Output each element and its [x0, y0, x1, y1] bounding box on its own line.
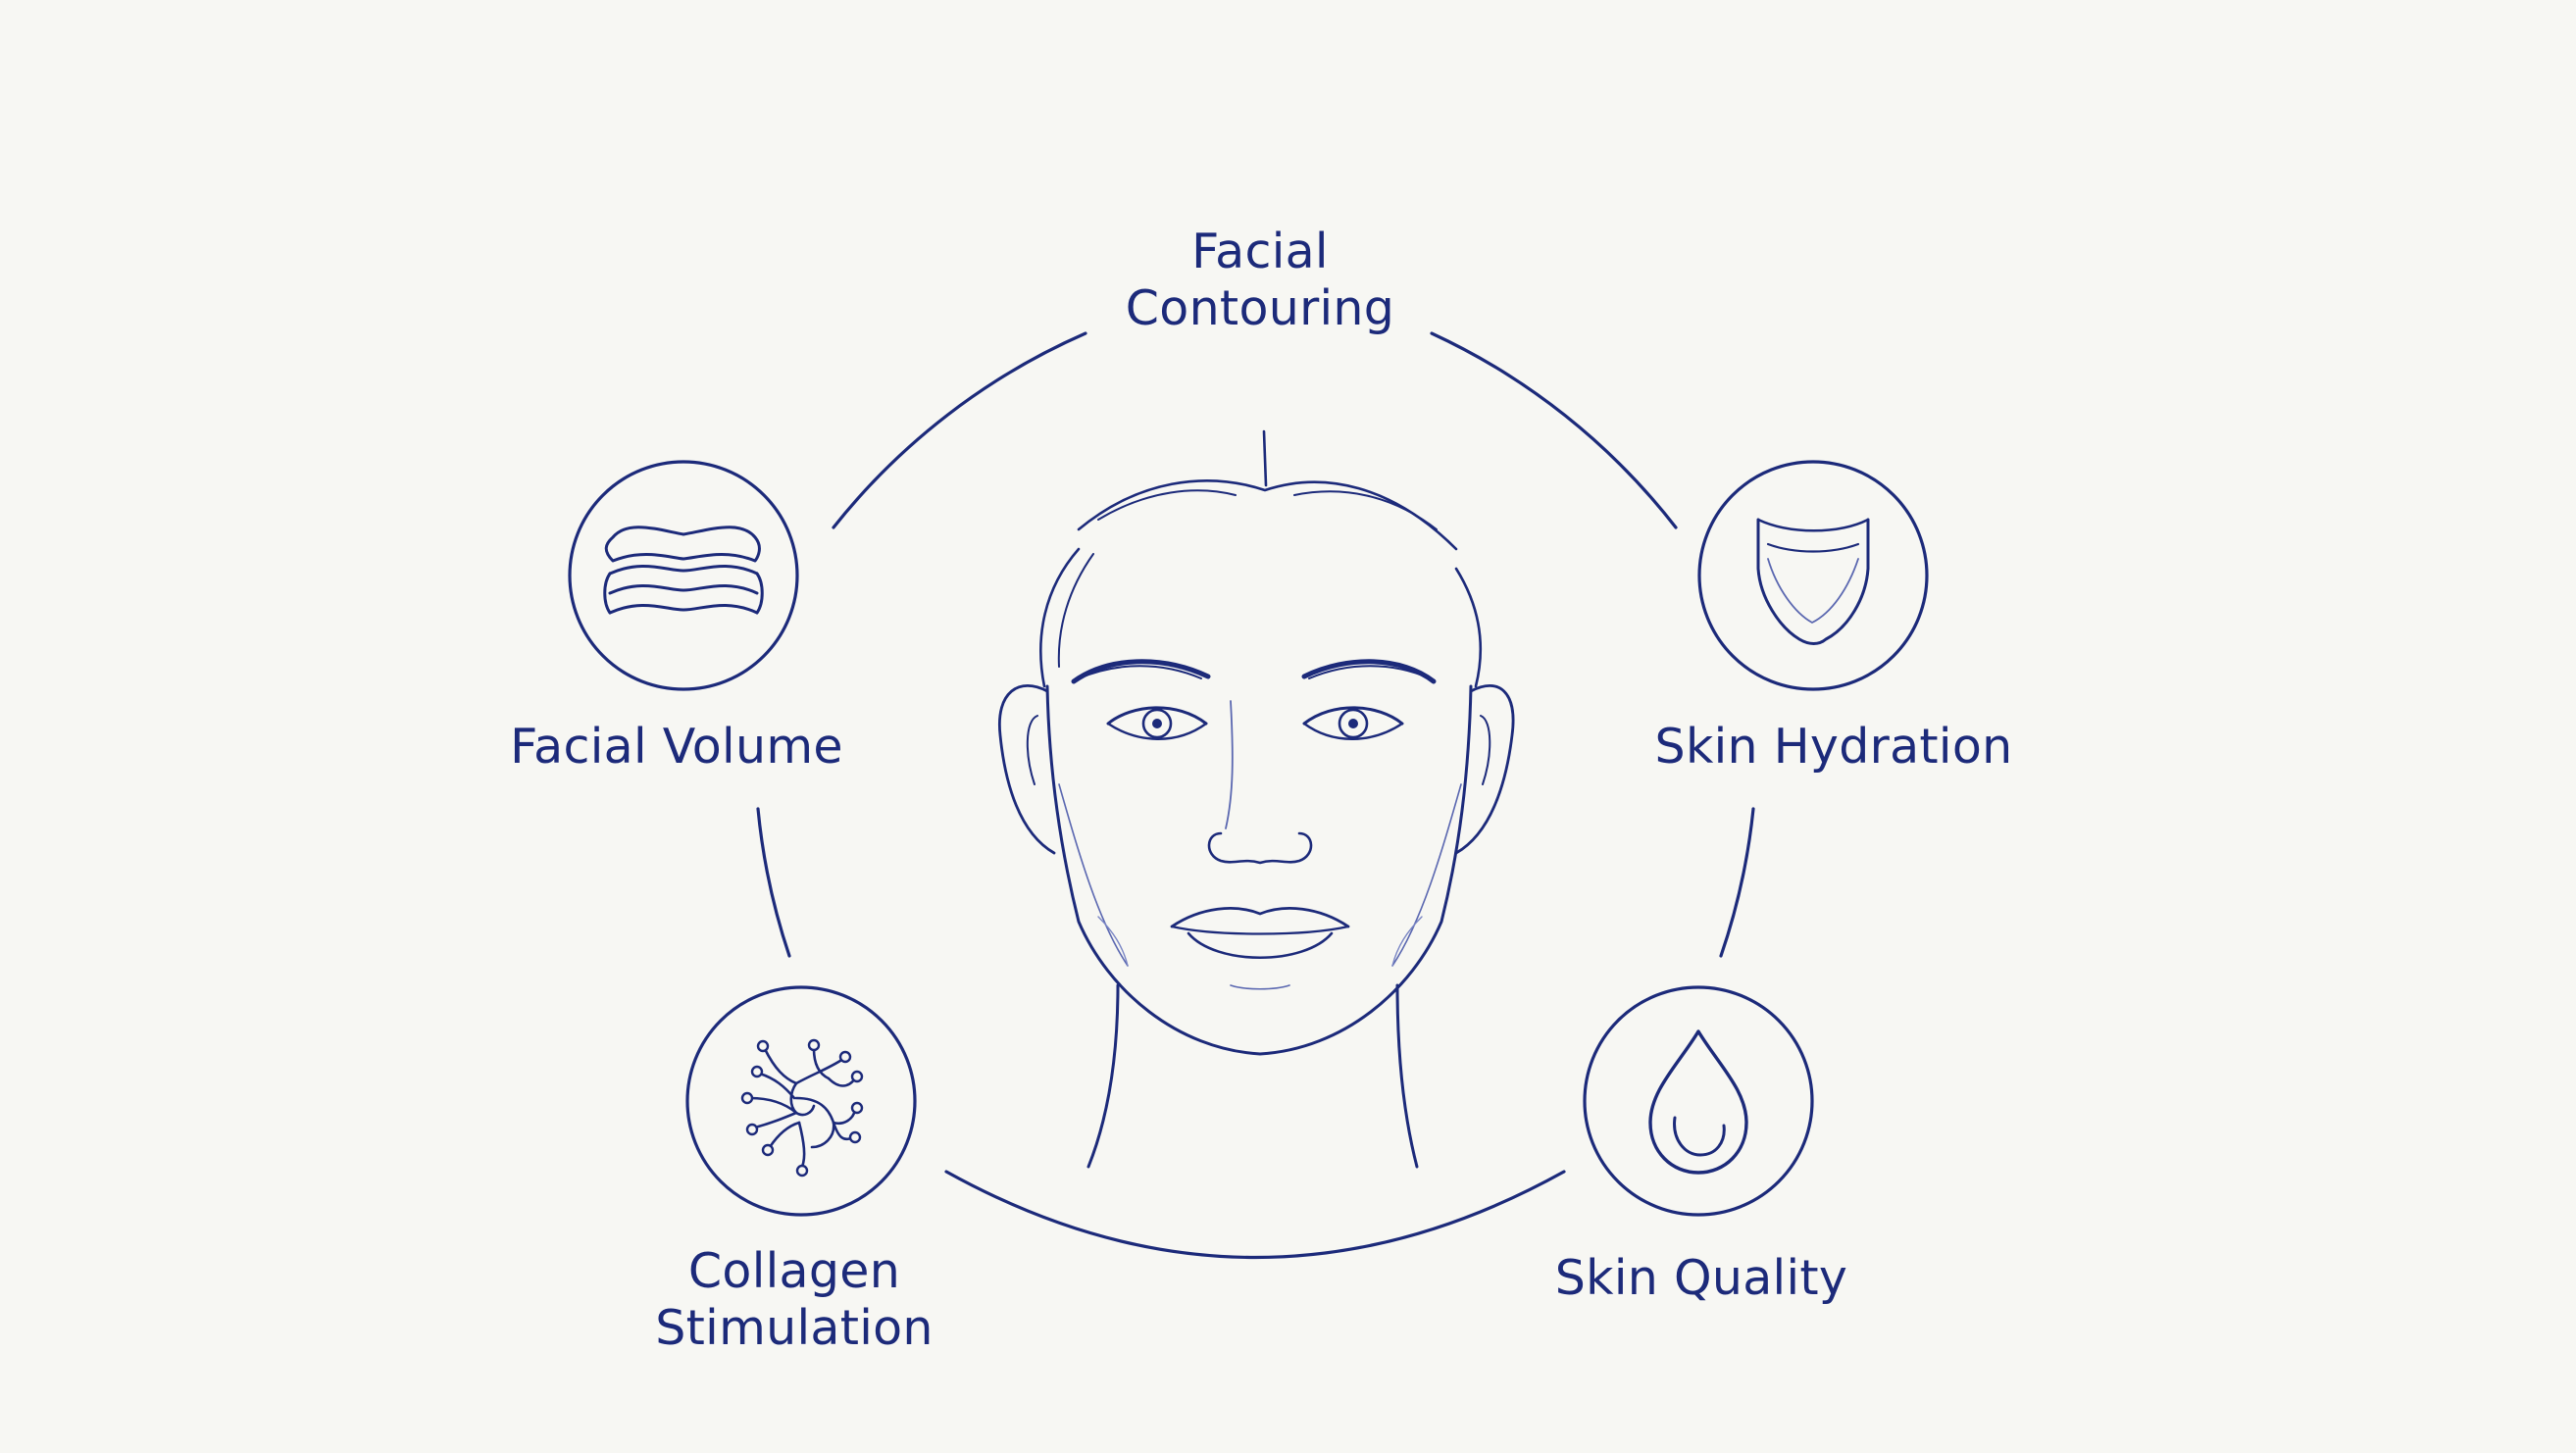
- layered-pads-icon: [568, 460, 799, 691]
- label-facial-volume-line1: Facial Volume: [510, 719, 843, 775]
- label-skin-quality-line1: Skin Quality: [1554, 1250, 1848, 1306]
- ring-arc-right: [1719, 807, 1755, 958]
- label-facial-contouring-line1: Facial: [1191, 224, 1329, 279]
- face-outline-illustration: [997, 429, 1515, 1169]
- label-skin-hydration: Skin Hydration: [1628, 719, 2040, 776]
- droplet-icon: [1583, 985, 1814, 1217]
- fiber-network-icon: [685, 985, 917, 1217]
- ring-arc-bottom: [944, 1170, 1566, 1259]
- label-skin-hydration-line1: Skin Hydration: [1654, 719, 2013, 775]
- label-facial-volume: Facial Volume: [471, 719, 883, 776]
- label-skin-quality: Skin Quality: [1505, 1250, 1897, 1307]
- ring-arc-top-left: [832, 331, 1087, 529]
- label-collagen-stimulation: Collagen Stimulation: [598, 1243, 990, 1357]
- ring-arcs: [756, 331, 1755, 1259]
- ring-arc-top-right: [1430, 331, 1678, 529]
- label-collagen-stimulation-line2: Stimulation: [655, 1300, 934, 1356]
- label-facial-contouring: Facial Contouring: [1064, 224, 1456, 337]
- label-facial-contouring-line2: Contouring: [1125, 280, 1395, 336]
- ring-arc-left: [756, 807, 791, 958]
- label-collagen-stimulation-line1: Collagen: [687, 1243, 901, 1299]
- jawline-shield-icon: [1697, 460, 1929, 691]
